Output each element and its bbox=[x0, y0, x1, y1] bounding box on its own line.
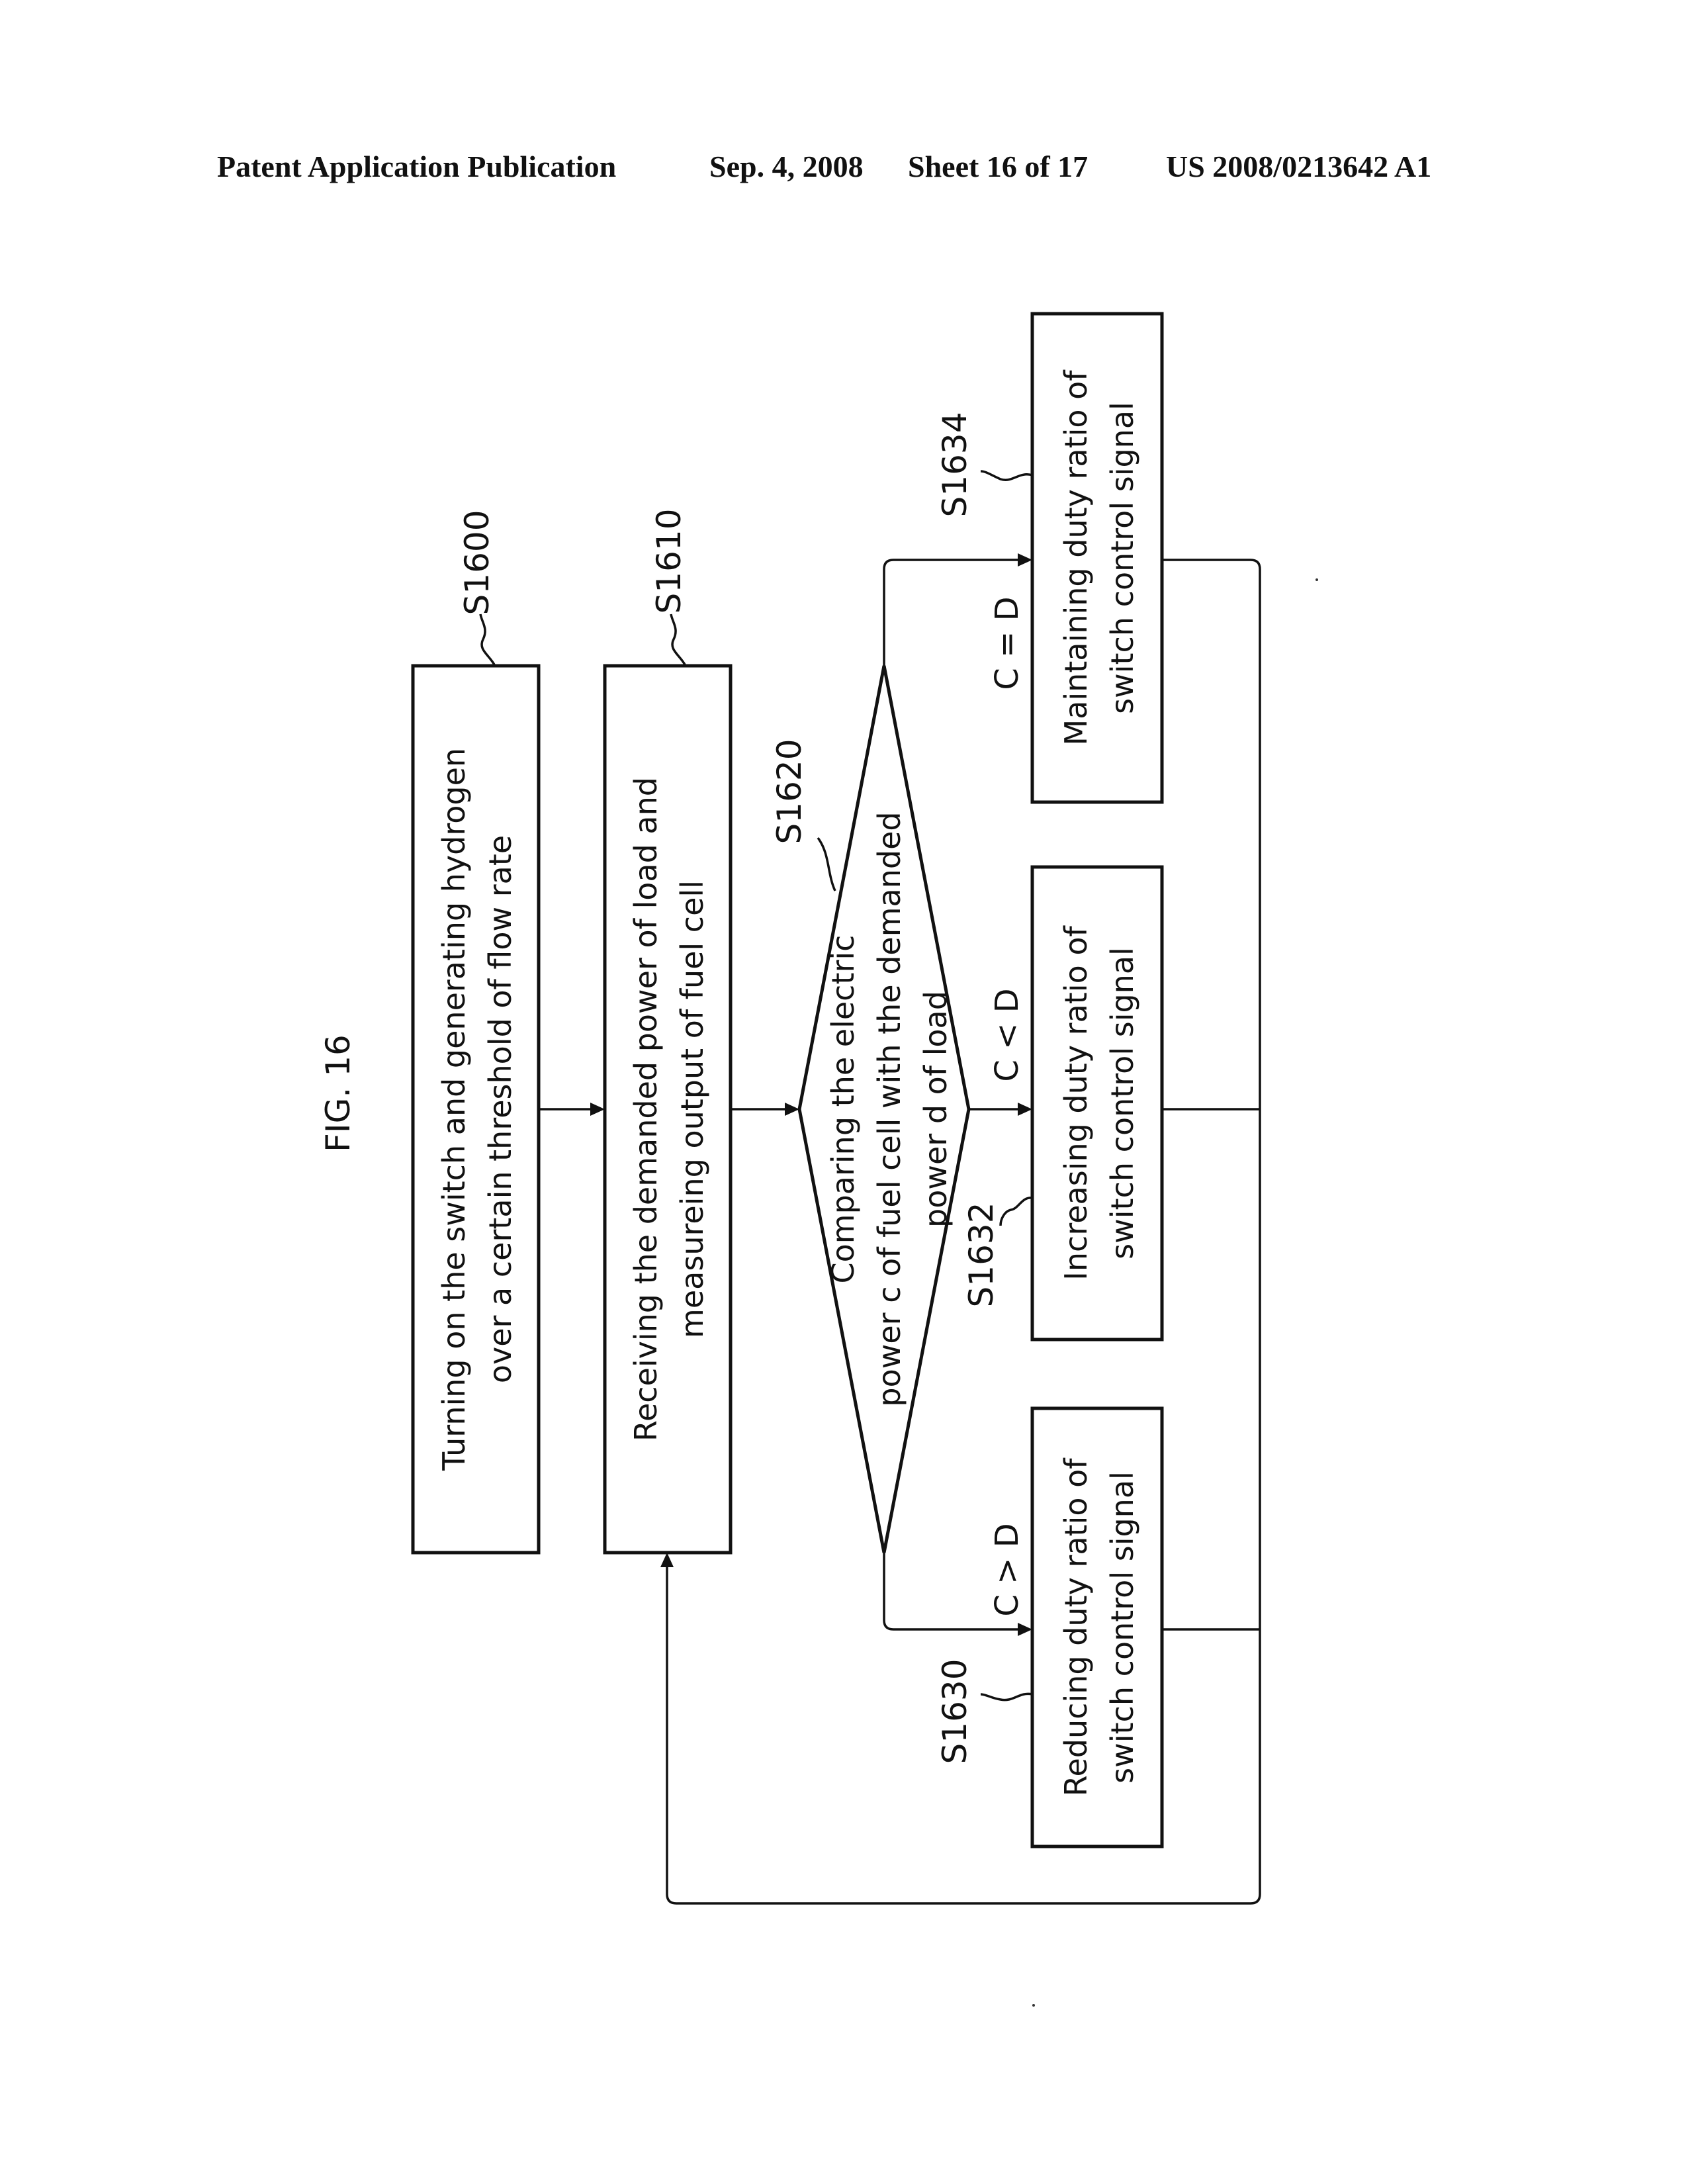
step-s1600-leader bbox=[480, 614, 495, 666]
step-s1630-line-2: switch control signal bbox=[1104, 1471, 1140, 1784]
step-s1632-box bbox=[1032, 867, 1162, 1340]
step-s1634-leader bbox=[981, 471, 1032, 480]
step-s1620-line-1: Comparing the electric bbox=[825, 935, 861, 1284]
arrowhead-s1634 bbox=[1018, 553, 1032, 567]
arrowhead-s1610 bbox=[590, 1103, 605, 1116]
arrowhead-s1620 bbox=[785, 1103, 799, 1116]
speck bbox=[1315, 578, 1318, 581]
step-s1610-leader bbox=[671, 614, 686, 666]
step-s1630-line-1: Reducing duty ratio of bbox=[1058, 1457, 1094, 1797]
step-s1600-label: S1600 bbox=[458, 510, 496, 615]
step-s1634-line-2: switch control signal bbox=[1104, 402, 1140, 714]
step-s1630-leader bbox=[981, 1694, 1032, 1700]
step-s1632-leader bbox=[1001, 1198, 1032, 1226]
figure-title: FIG. 16 bbox=[319, 1034, 357, 1152]
step-s1632-label: S1632 bbox=[962, 1203, 1001, 1308]
condition-c-eq-d: C = D bbox=[989, 596, 1026, 690]
arrowhead-loop-s1610 bbox=[660, 1553, 674, 1567]
step-s1634-box bbox=[1032, 314, 1162, 802]
step-s1610-line-1: Receiving the demanded power of load and bbox=[628, 777, 664, 1441]
step-s1610-box bbox=[605, 666, 731, 1553]
step-s1630-label: S1630 bbox=[936, 1659, 974, 1764]
step-s1630-box bbox=[1032, 1408, 1162, 1846]
step-s1634-label: S1634 bbox=[936, 412, 974, 518]
condition-c-gt-d: C > D bbox=[989, 1523, 1026, 1616]
arrowhead-s1630 bbox=[1018, 1623, 1032, 1636]
step-s1620-line-3: power d of load bbox=[918, 991, 954, 1228]
step-s1620-line-2: power c of fuel cell with the demanded bbox=[871, 811, 907, 1406]
step-s1610-line-2: measureing output of fuel cell bbox=[674, 880, 710, 1338]
step-s1610-label: S1610 bbox=[650, 509, 688, 614]
arrowhead-s1632 bbox=[1018, 1103, 1032, 1116]
step-s1620-leader bbox=[818, 838, 835, 891]
step-s1620-label: S1620 bbox=[770, 739, 809, 844]
step-s1600-line-1: Turning on the switch and generating hyd… bbox=[436, 748, 472, 1471]
condition-c-lt-d: C < D bbox=[989, 988, 1026, 1081]
speck bbox=[1032, 2004, 1035, 2007]
step-s1632-line-2: switch control signal bbox=[1104, 947, 1140, 1259]
step-s1600-line-2: over a certain threshold of flow rate bbox=[482, 835, 518, 1383]
step-s1632-line-1: Increasing duty ratio of bbox=[1058, 925, 1094, 1281]
step-s1634-line-1: Maintaining duty ratio of bbox=[1058, 369, 1094, 746]
step-s1600-box bbox=[413, 666, 539, 1553]
